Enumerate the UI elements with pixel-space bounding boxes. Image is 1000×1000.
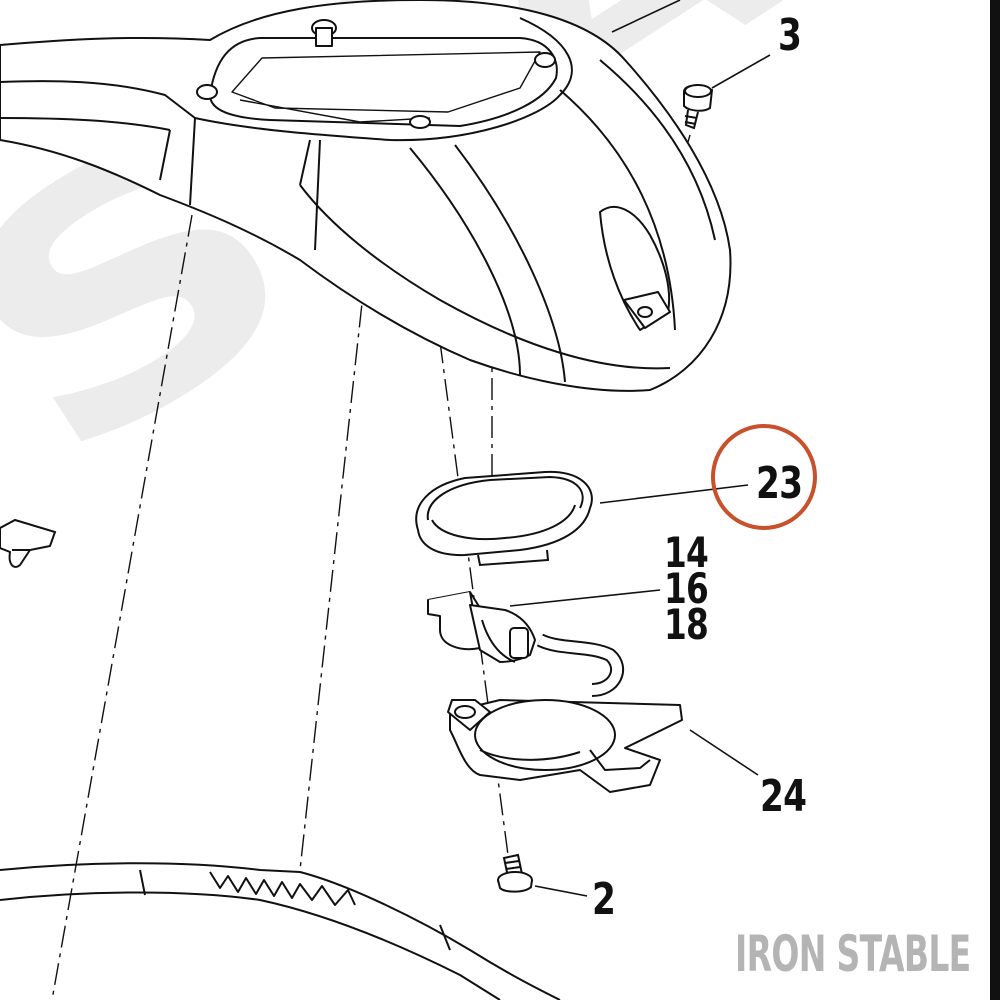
callout-3: 3	[778, 10, 802, 61]
callout-2: 2	[592, 874, 616, 925]
callout-24: 24	[760, 771, 807, 822]
screw-part-2	[497, 853, 533, 893]
brand-logo-text: IRON STABLE	[735, 925, 971, 983]
sensor-cable-part-14-16-18	[427, 591, 625, 697]
callout-16: 16	[664, 564, 709, 613]
cover-disc-part-23	[415, 470, 593, 567]
screw-part-3	[683, 84, 714, 130]
console-housing	[0, 0, 732, 392]
highlight-circle	[711, 424, 817, 530]
bottom-frame	[0, 862, 561, 1000]
callout-23: 23	[756, 458, 803, 509]
bracket-part-24	[447, 699, 683, 793]
leader-lines	[509, 0, 771, 897]
callout-18: 18	[664, 600, 709, 649]
callout-14: 14	[664, 528, 709, 577]
left-clip	[0, 518, 57, 568]
frame-border	[990, 0, 1000, 1000]
